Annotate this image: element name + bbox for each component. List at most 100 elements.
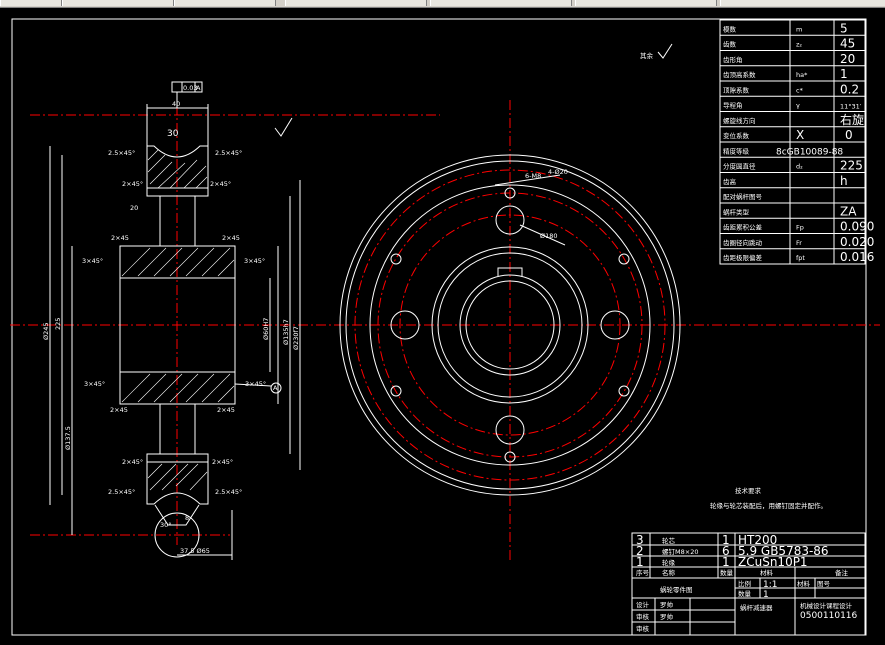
toolbar-tab-7[interactable] bbox=[720, 0, 885, 6]
chamfer-3-left-bottom: 3×45° bbox=[84, 380, 105, 388]
bolt-hole bbox=[618, 253, 630, 265]
toolbar-tab-2[interactable] bbox=[62, 0, 174, 6]
designer-name: 罗帅 bbox=[660, 600, 673, 609]
param-value: 0.090 bbox=[840, 220, 874, 234]
checker-label: 审核 bbox=[636, 612, 650, 621]
chamfer-2-right: 2×45° bbox=[210, 180, 231, 188]
param-symbol: z₂ bbox=[796, 41, 802, 49]
chamfer-top-left: 2.5×45° bbox=[108, 149, 135, 157]
param-symbol: fpt bbox=[796, 254, 805, 262]
bore-circle bbox=[459, 274, 561, 376]
toolbar-tab-6[interactable] bbox=[575, 0, 717, 6]
param-value: 0.020 bbox=[840, 235, 874, 249]
toolbar-tab-4[interactable] bbox=[285, 0, 427, 6]
bom-header-no: 序号 bbox=[636, 568, 650, 577]
dim-outer-diameter: Ø245 bbox=[42, 322, 50, 340]
upper-hub-hatch bbox=[121, 247, 235, 277]
param-symbol: Fp bbox=[796, 224, 804, 232]
param-value: h bbox=[840, 174, 848, 188]
chamfer-hub-left: 2×45 bbox=[111, 234, 129, 242]
note-pcd: Ø180 bbox=[540, 232, 558, 240]
roughness-note: 其余 bbox=[640, 51, 654, 60]
lightening-hole-bottom bbox=[495, 415, 525, 445]
chamfer-2-right-bottom: 2×45 bbox=[217, 406, 235, 414]
tech-req-title: 技术要求 bbox=[735, 486, 762, 495]
param-symbol: γ bbox=[796, 102, 800, 110]
param-value: 11°31′ bbox=[840, 103, 862, 111]
param-value: X bbox=[796, 128, 804, 142]
param-value: 8cGB10089-88 bbox=[776, 147, 843, 157]
flatness-datum: A bbox=[196, 84, 201, 92]
note-tapped-holes: 6-M8 bbox=[525, 172, 541, 180]
checker-name: 罗帅 bbox=[660, 612, 673, 621]
dim-width-top: 40 bbox=[172, 100, 180, 108]
worm-tooth-profile bbox=[154, 512, 200, 558]
bom-name-3: 轮芯 bbox=[662, 536, 676, 545]
bom-qty-1: 1 bbox=[722, 555, 730, 569]
dim-30-angle: 30° bbox=[160, 521, 172, 529]
scale-value: 1:1 bbox=[763, 580, 777, 590]
approver-label: 审核 bbox=[636, 624, 650, 633]
param-value-2: 0 bbox=[845, 128, 853, 142]
sheet-value: 1 bbox=[763, 590, 769, 600]
param-name: 齿数 bbox=[723, 40, 737, 49]
lower-rim-outline bbox=[146, 453, 209, 505]
param-name: 齿形角 bbox=[723, 55, 743, 64]
dim-groove-angle: 30 bbox=[167, 129, 179, 139]
bom-name-2: 螺钉M8×20 bbox=[662, 547, 698, 556]
bolt-hole bbox=[618, 385, 630, 397]
lower-rim-hatch bbox=[147, 463, 208, 491]
dim-8: 8 bbox=[185, 514, 189, 522]
front-section-view: 40 0.03 A 30 2.5×45° 2.5×45° 2×45° 2×45°… bbox=[10, 81, 880, 560]
dim-bore-diameter: Ø60H7 bbox=[262, 318, 270, 340]
bolt-hole bbox=[504, 451, 516, 463]
app-toolbar-strip bbox=[0, 0, 885, 8]
outer-circle bbox=[339, 154, 681, 496]
chamfer-hub-right: 2×45 bbox=[222, 234, 240, 242]
bom-no-2: 2 bbox=[636, 544, 644, 558]
bom-header-remark: 备注 bbox=[835, 568, 849, 577]
bom-no-1: 1 bbox=[636, 555, 644, 569]
toolbar-tab-3[interactable] bbox=[174, 0, 276, 6]
bolt-circle bbox=[377, 192, 643, 458]
param-name: 螺旋线方向 bbox=[723, 116, 756, 125]
param-value: 225 bbox=[840, 159, 863, 173]
chamfer-3-right-bottom: 3×45° bbox=[245, 380, 266, 388]
bolt-hole bbox=[390, 253, 402, 265]
bolt-hole bbox=[504, 187, 516, 199]
drawing-border bbox=[11, 18, 867, 636]
outer-circle-2 bbox=[345, 160, 675, 490]
toolbar-tab-5[interactable] bbox=[430, 0, 572, 6]
bom-material-2: 5.9 GB5783-86 bbox=[738, 544, 829, 558]
designer-label: 设计 bbox=[636, 600, 650, 609]
param-symbol: d₂ bbox=[796, 163, 803, 171]
chamfer-bottom-left: 2.5×45° bbox=[108, 488, 135, 496]
bom-header-material: 材料 bbox=[760, 568, 774, 577]
bom-qty-3: 1 bbox=[722, 533, 730, 547]
param-name: 齿顶高系数 bbox=[723, 70, 756, 79]
lightening-hole-top bbox=[495, 205, 525, 235]
param-name: 顶隙系数 bbox=[723, 85, 750, 94]
param-value: 0.016 bbox=[840, 250, 874, 264]
chamfer-3-left: 3×45° bbox=[82, 257, 103, 265]
pitch-circle bbox=[354, 169, 666, 481]
dim-hub-diameter-1: Ø135h7 bbox=[282, 319, 290, 345]
param-name: 齿距极限偏差 bbox=[723, 253, 763, 262]
student-id: 0500110116 bbox=[800, 611, 858, 621]
param-name: 齿距累积公差 bbox=[723, 223, 763, 232]
scale-label: 比例 bbox=[738, 579, 751, 588]
side-view: 6-M8 Ø180 4-Ø20 bbox=[339, 100, 681, 560]
param-name: 精度等级 bbox=[723, 146, 750, 155]
param-value: ZA bbox=[840, 204, 857, 218]
dim-web-diameter: Ø137.5 bbox=[64, 426, 72, 450]
dim-second-diameter: 225 bbox=[54, 318, 62, 330]
param-symbol: Fr bbox=[796, 239, 802, 247]
param-value: 1 bbox=[840, 67, 848, 81]
school-course: 蜗杆减速器 bbox=[740, 603, 773, 612]
bom-material-1: ZCuSn10P1 bbox=[738, 555, 808, 569]
bom-name-1: 轮缘 bbox=[662, 558, 676, 567]
chamfer-2-right-c: 2×45° bbox=[212, 458, 233, 466]
toolbar-tab-1[interactable] bbox=[0, 0, 62, 6]
